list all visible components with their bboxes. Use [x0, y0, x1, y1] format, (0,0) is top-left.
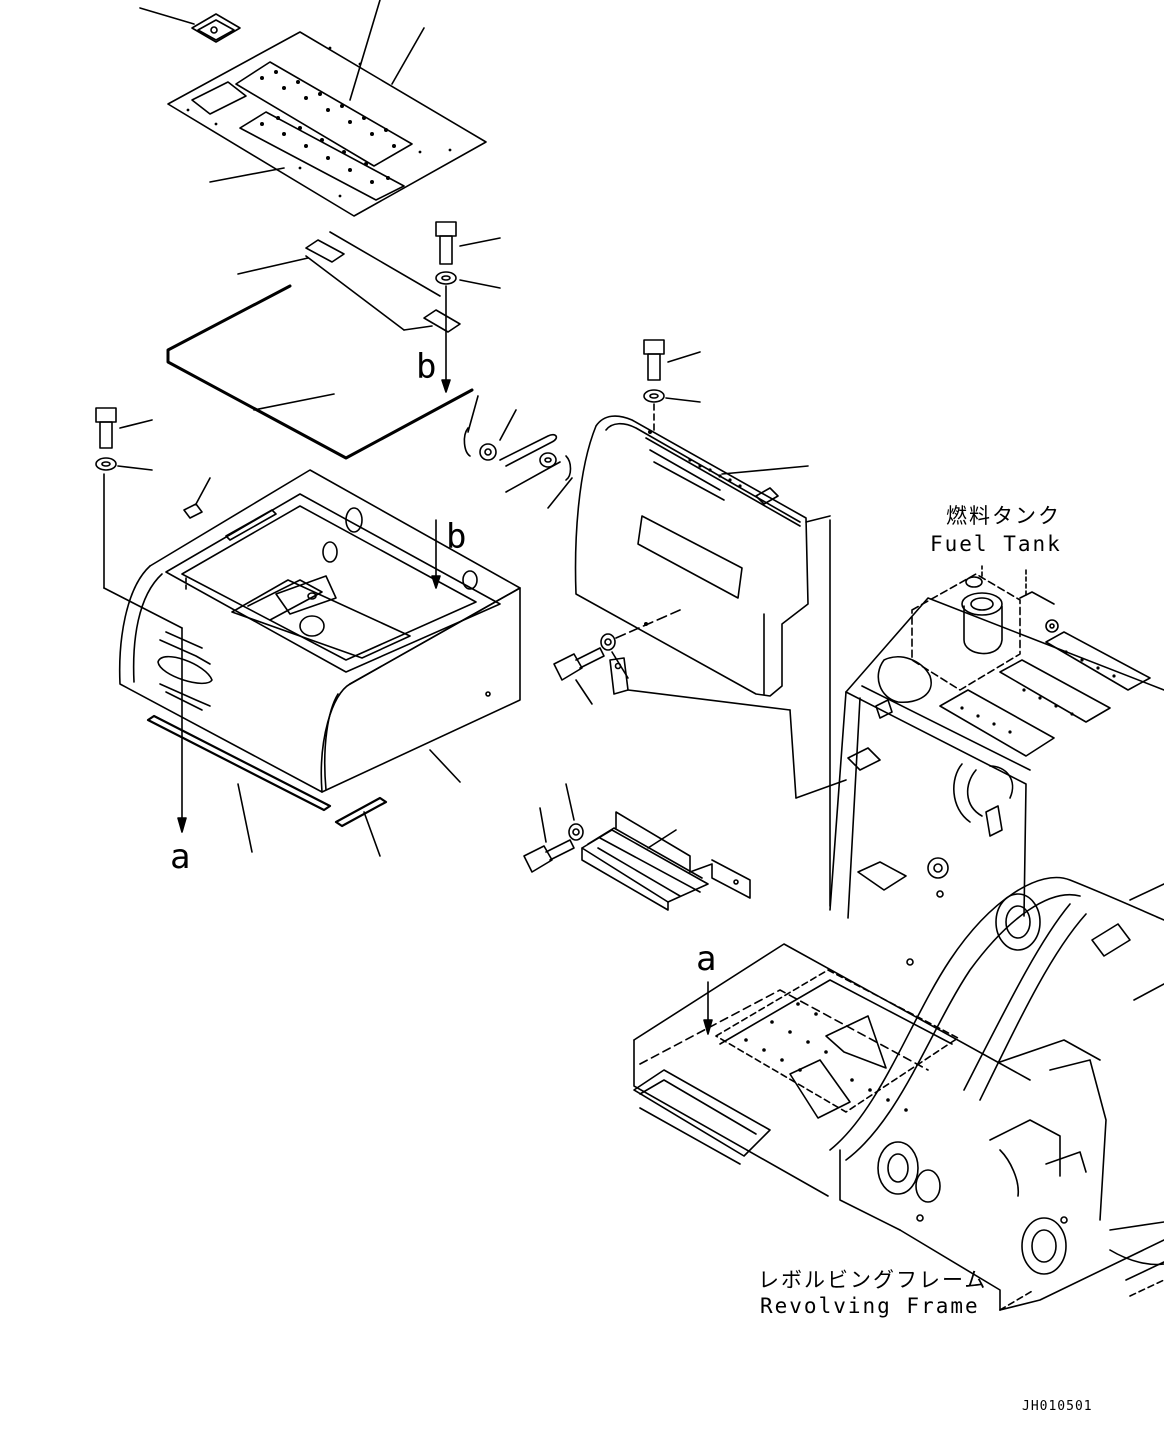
washer-icon [601, 634, 615, 650]
revolving-frame [634, 878, 1164, 1310]
fuel-tank-label-en: Fuel Tank [930, 532, 1062, 556]
fuel-tank-label-jp: 燃料タンク [946, 504, 1061, 528]
side-bolt-icon [524, 840, 574, 872]
washer-icon [96, 458, 116, 470]
view-a-arrow [704, 982, 712, 1034]
bolt-icon [644, 340, 664, 380]
perforation-dots [186, 46, 452, 198]
step-bracket [524, 658, 846, 910]
washer-icon [569, 824, 583, 840]
small-hardware [464, 396, 572, 508]
gasket-seal [168, 286, 472, 458]
view-a-label-box: a [170, 837, 191, 877]
side-cover-panel [554, 340, 830, 704]
latch-icon [192, 14, 240, 42]
side-bolt-icon [554, 648, 604, 680]
view-b-label-box: b [446, 517, 467, 557]
fuel-tank [830, 566, 1164, 965]
bolt-icon [436, 222, 456, 264]
hinge-set [238, 222, 500, 392]
washer-icon [436, 272, 456, 284]
bolt-icon [96, 408, 116, 448]
view-a-label-frame: a [696, 939, 717, 979]
view-b-label-top: b [416, 347, 437, 387]
revolving-frame-label-en: Revolving Frame [760, 1294, 980, 1318]
fuel-cap-icon [912, 566, 1020, 690]
top-cover-plate [140, 0, 486, 216]
revolving-frame-label-jp: レボルビングフレーム [758, 1268, 988, 1292]
handle-icon [158, 632, 212, 710]
storage-box [120, 470, 520, 856]
left-bolt-washer [96, 408, 186, 832]
washer-icon [644, 390, 664, 402]
drawing-code: JH010501 [1022, 1399, 1093, 1414]
